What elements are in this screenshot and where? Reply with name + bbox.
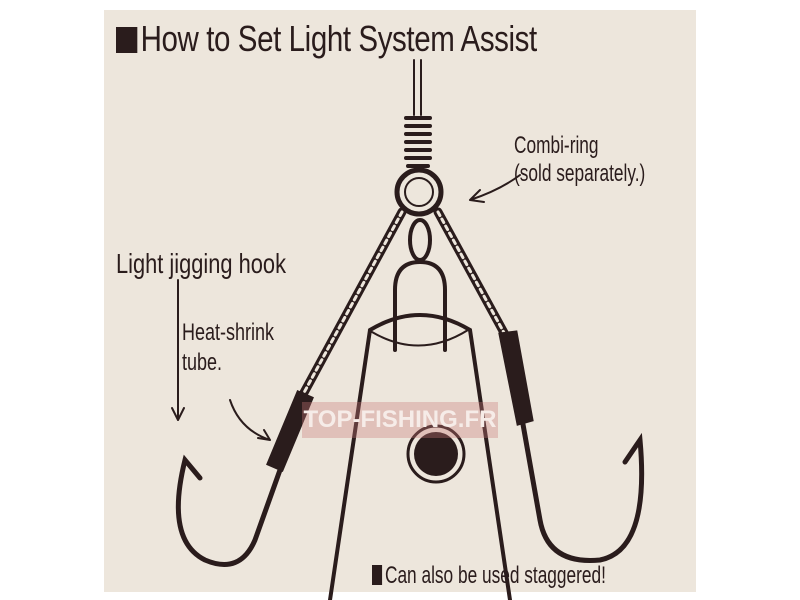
diagram-panel [104, 10, 696, 592]
hook-arrow [171, 279, 185, 421]
tube-arrow [229, 399, 271, 441]
staggered-note: Can also be used staggered! [372, 562, 606, 590]
left-hook [175, 397, 308, 567]
heat-shrink-tube-label: Heat-shrink tube. [182, 319, 275, 376]
jig-eye-dot [414, 432, 458, 476]
combi-ring-label: Combi-ring (sold separately.) [514, 132, 646, 187]
right-hook [505, 337, 645, 563]
combi-ring [394, 167, 444, 217]
solid-ring [408, 218, 432, 262]
note-bullet-icon [372, 565, 383, 585]
watermark: TOP-FISHING.FR [302, 402, 498, 438]
combi-ring-arrow [469, 174, 521, 203]
page-title: How to Set Light System Assist [116, 18, 537, 60]
light-jigging-hook-label: Light jigging hook [116, 248, 287, 279]
title-bullet-icon [116, 27, 138, 53]
jig-eye [393, 259, 447, 352]
line-knot [404, 116, 432, 168]
jig-body [328, 313, 512, 600]
